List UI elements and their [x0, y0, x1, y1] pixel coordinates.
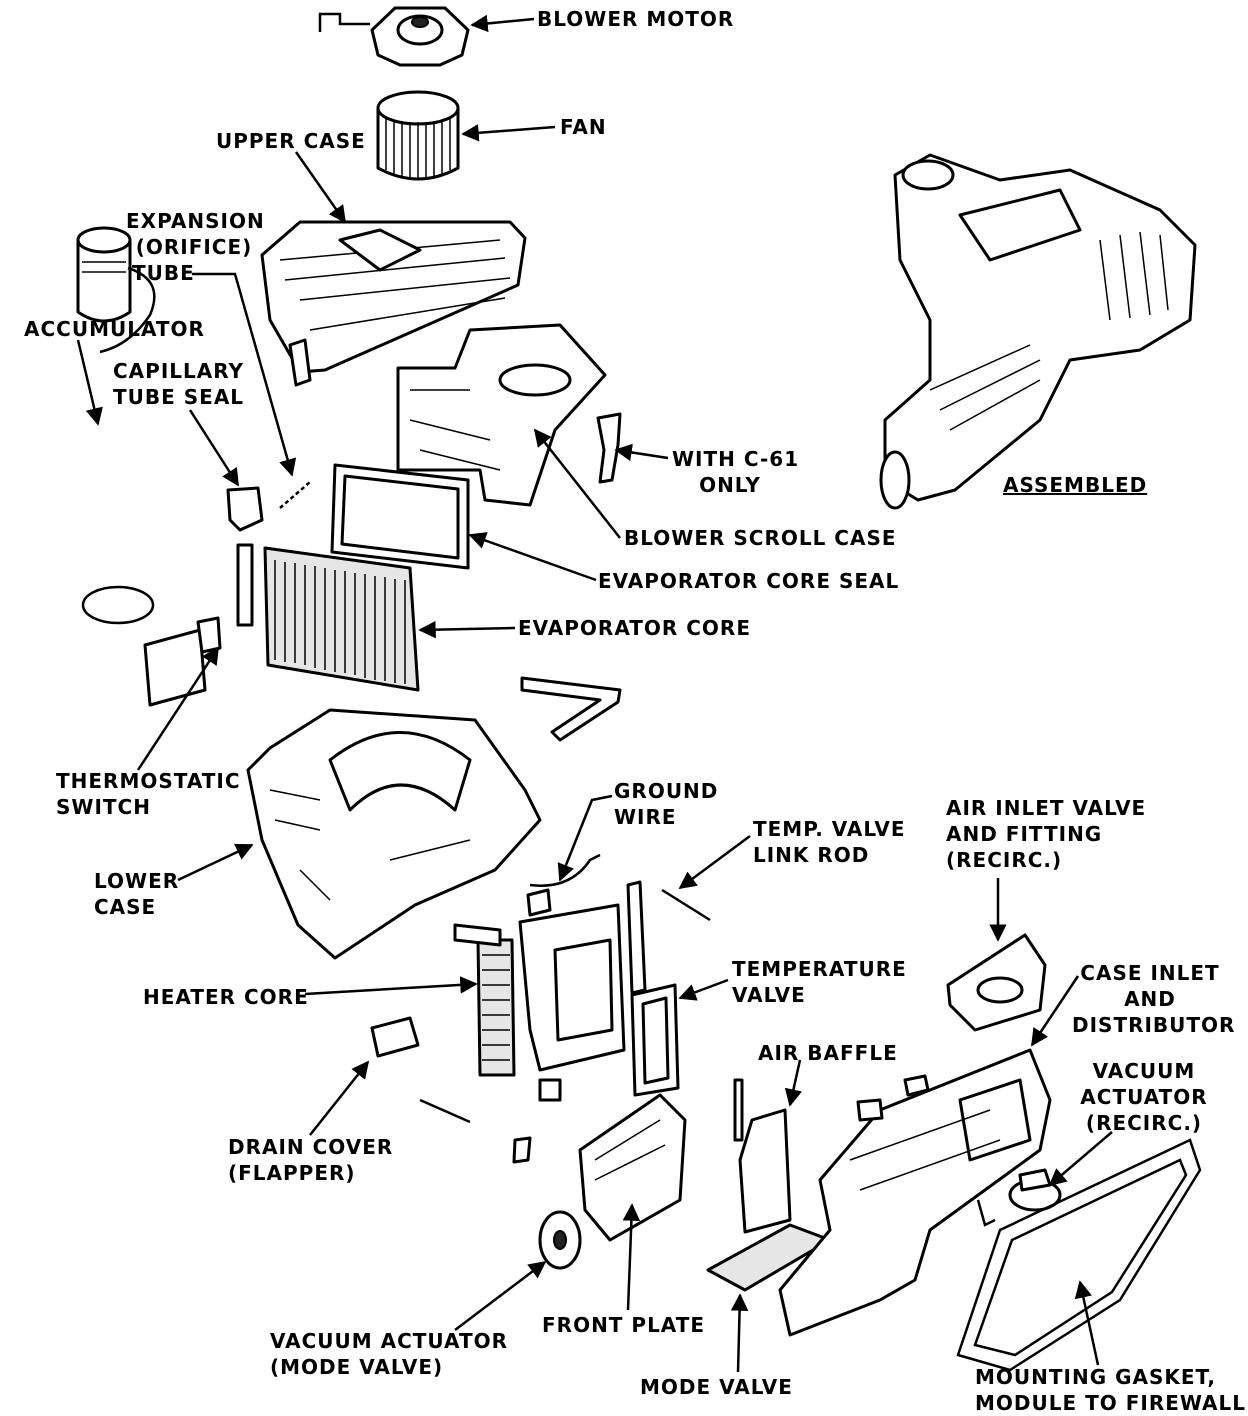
front-plate-part	[578, 1093, 687, 1242]
label-accumulator: ACCUMULATOR	[24, 317, 205, 341]
c61-bracket-part	[596, 412, 622, 484]
case-inlet-distributor-part	[778, 1048, 1052, 1337]
label-assembled: ASSEMBLED	[1003, 473, 1148, 497]
evaporator-seal-part	[330, 463, 470, 570]
label-ground-wire: GROUND WIRE	[614, 779, 719, 829]
label-vacuum-actuator-recirc: VACUUM ACTUATOR (RECIRC.)	[1080, 1059, 1208, 1135]
label-evaporator-core-seal: EVAPORATOR CORE SEAL	[598, 569, 900, 593]
orifice-tube-part	[279, 481, 311, 509]
evaporator-core-part	[236, 543, 420, 692]
label-blower-motor: BLOWER MOTOR	[537, 7, 735, 31]
label-air-inlet-valve: AIR INLET VALVE AND FITTING (RECIRC.)	[946, 796, 1147, 872]
label-expansion-tube: EXPANSION (ORIFICE) TUBE	[126, 209, 265, 285]
air-inlet-valve-part	[946, 933, 1047, 1032]
label-evaporator-core: EVAPORATOR CORE	[518, 616, 751, 640]
duct-link-part	[520, 676, 622, 742]
drain-cover-part	[370, 1016, 420, 1058]
air-baffle-part	[733, 1078, 792, 1234]
heater-housing-part	[518, 853, 626, 1102]
lower-case-part	[246, 708, 542, 960]
temperature-valve-part	[626, 880, 680, 1097]
vacuum-actuator-mode-part	[538, 1210, 582, 1270]
fan-part	[376, 90, 460, 181]
label-mounting-gasket: MOUNTING GASKET, MODULE TO FIREWALL	[975, 1365, 1247, 1415]
accumulator-part	[76, 226, 156, 354]
mounting-gasket-part	[956, 1138, 1202, 1372]
label-lower-case: LOWER CASE	[94, 869, 180, 919]
label-upper-case: UPPER CASE	[216, 129, 366, 153]
label-fan: FAN	[560, 115, 607, 139]
leader-arrows	[76, 14, 1113, 1373]
label-temperature-valve: TEMPERATURE VALVE	[732, 957, 907, 1007]
capillary-seal-part	[226, 486, 264, 532]
assembled-module-part	[879, 153, 1197, 510]
label-temp-valve-link-rod: TEMP. VALVE LINK ROD	[753, 817, 906, 867]
clamp-part	[81, 585, 222, 707]
heater-core-part	[453, 923, 516, 1077]
label-vacuum-actuator-mode: VACUUM ACTUATOR (MODE VALVE)	[270, 1329, 509, 1379]
label-thermostatic-switch: THERMOSTATIC SWITCH	[56, 769, 241, 819]
label-drain-cover: DRAIN COVER (FLAPPER)	[228, 1135, 394, 1185]
label-with-c61: WITH C-61 ONLY	[672, 447, 800, 497]
label-air-baffle: AIR BAFFLE	[758, 1041, 898, 1065]
upper-case-part	[260, 220, 527, 387]
small-clip-part	[512, 1136, 532, 1164]
blower-scroll-case-part	[396, 323, 607, 507]
label-front-plate: FRONT PLATE	[542, 1313, 706, 1337]
blower-motor-part	[318, 6, 470, 67]
label-mode-valve: MODE VALVE	[640, 1375, 793, 1399]
label-heater-core: HEATER CORE	[143, 985, 309, 1009]
small-rod-part	[419, 1098, 471, 1124]
label-capillary-tube-seal: CAPILLARY TUBE SEAL	[113, 359, 245, 409]
label-blower-scroll-case: BLOWER SCROLL CASE	[624, 526, 897, 550]
link-rod-part	[661, 888, 711, 922]
label-case-inlet-distributor: CASE INLET AND DISTRIBUTOR	[1072, 961, 1236, 1037]
